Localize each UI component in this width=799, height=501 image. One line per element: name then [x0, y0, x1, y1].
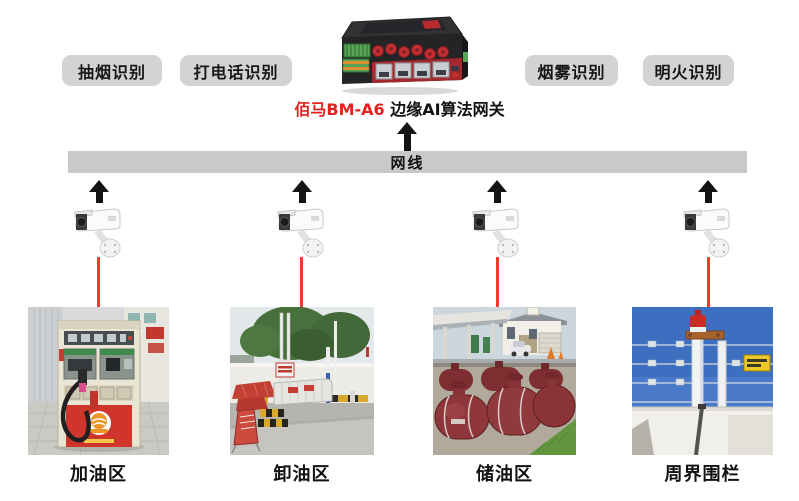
gateway-device-image	[330, 12, 470, 100]
zone-label-fueling: 加油区	[70, 464, 127, 485]
zone-photo-fueling-area	[28, 307, 169, 455]
network-cable-bar: 网线	[68, 151, 747, 173]
up-arrow-icon	[292, 180, 312, 203]
up-arrow-icon	[89, 180, 109, 203]
chip-phonecall-detection: 打电话识别	[180, 55, 292, 86]
cctv-camera-icon	[470, 204, 526, 262]
zone-photo-storage-area	[433, 307, 576, 455]
device-caption: 佰马BM-A6 边缘AI算法网关	[0, 96, 799, 120]
cctv-camera-icon	[275, 204, 331, 262]
zone-label-unloading: 卸油区	[273, 464, 331, 485]
camera-connection-line	[97, 257, 100, 308]
arrow-head	[397, 122, 417, 134]
up-arrow-icon	[487, 180, 507, 203]
device-caption-suffix: 边缘AI算法网关	[384, 100, 505, 119]
cctv-camera-icon	[72, 204, 128, 262]
cctv-camera-icon	[681, 204, 737, 262]
up-arrow-icon	[397, 122, 417, 151]
zone-photo-unloading-area	[230, 307, 374, 455]
chip-smoking-detection: 抽烟识别	[62, 55, 162, 86]
chip-flame-detection: 明火识别	[643, 55, 734, 86]
chip-smoke-detection: 烟雾识别	[525, 55, 618, 86]
zone-label-storage: 储油区	[476, 464, 533, 485]
camera-connection-line	[300, 257, 303, 308]
device-brand-model: 佰马BM-A6	[294, 100, 385, 119]
zone-photo-perimeter-fence	[632, 307, 773, 455]
zone-label-perimeter: 周界围栏	[664, 464, 741, 485]
camera-connection-line	[707, 257, 710, 308]
up-arrow-icon	[698, 180, 718, 203]
arrow-stem	[403, 134, 411, 151]
camera-connection-line	[496, 257, 499, 308]
